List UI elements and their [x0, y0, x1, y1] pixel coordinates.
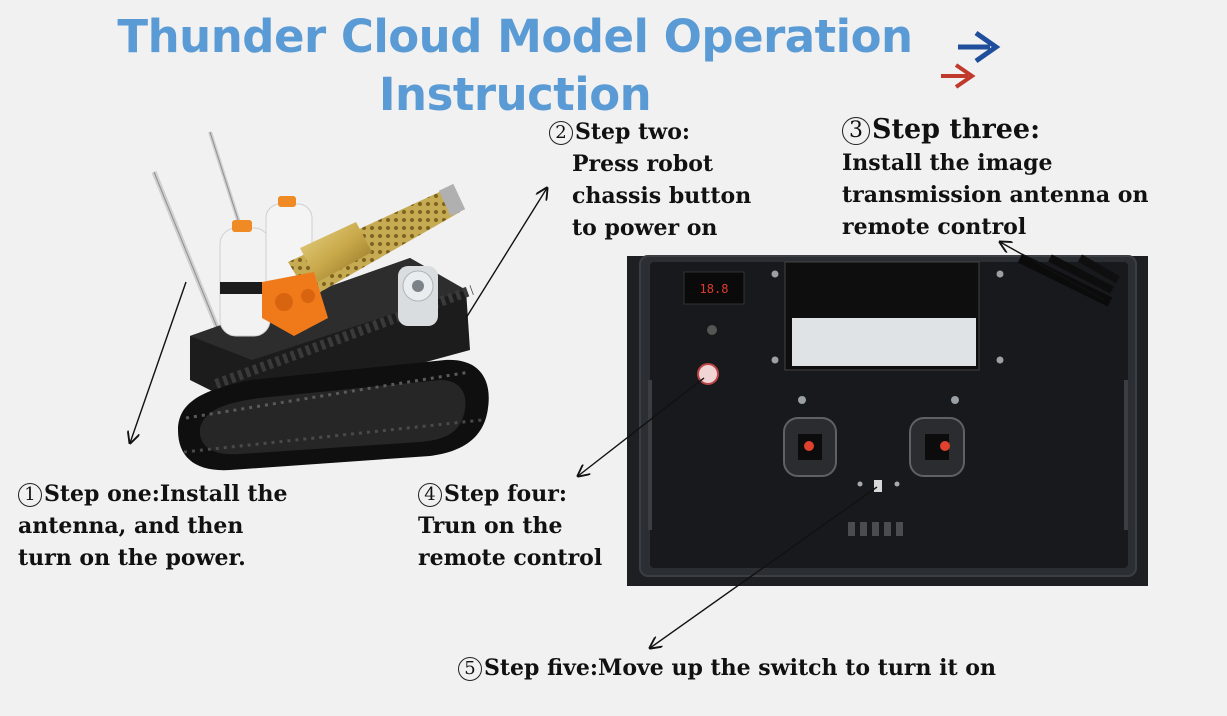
- voltmeter-readout: 18.8: [700, 282, 729, 296]
- title-line-2: Instruction: [378, 68, 652, 121]
- step-number: 3: [842, 117, 870, 145]
- step-heading: Step four:: [444, 481, 567, 507]
- next-arrow-blue-icon: [958, 30, 1001, 64]
- step-line: Trun on the: [418, 513, 563, 539]
- step-line: transmission antenna on: [842, 182, 1149, 208]
- remote-control-photo: 18.8: [627, 253, 1148, 586]
- step-line: antenna, and then: [18, 513, 244, 539]
- step-heading: Step two:: [575, 119, 690, 145]
- pointer-arrow-step-two: [465, 188, 547, 319]
- pointer-arrow-step-one: [130, 281, 187, 443]
- step-line: remote control: [418, 545, 603, 571]
- step-number: 1: [18, 483, 42, 507]
- robot-illustration: [151, 131, 489, 471]
- step-heading: Step five:Move up the switch to turn it …: [484, 655, 996, 681]
- step-line: to power on: [572, 215, 718, 241]
- step-heading: Step three:: [872, 114, 1041, 145]
- step-number: 5: [458, 657, 482, 681]
- pointer-arrow-step-five: [650, 486, 878, 648]
- title-line-1: Thunder Cloud Model Operation: [117, 10, 913, 63]
- step-line: remote control: [842, 214, 1027, 240]
- step-heading: Step one:Install the: [44, 481, 288, 507]
- step-number: 2: [549, 121, 573, 145]
- step-line: chassis button: [572, 183, 752, 209]
- pointer-arrow-step-four: [578, 377, 705, 476]
- step-line: Install the image: [842, 150, 1053, 176]
- step-line: turn on the power.: [18, 545, 246, 571]
- step-line: Press robot: [572, 151, 714, 177]
- step-number: 4: [418, 483, 442, 507]
- next-arrow-red-icon: [941, 63, 976, 89]
- pointer-arrow-step-three: [1000, 242, 1105, 301]
